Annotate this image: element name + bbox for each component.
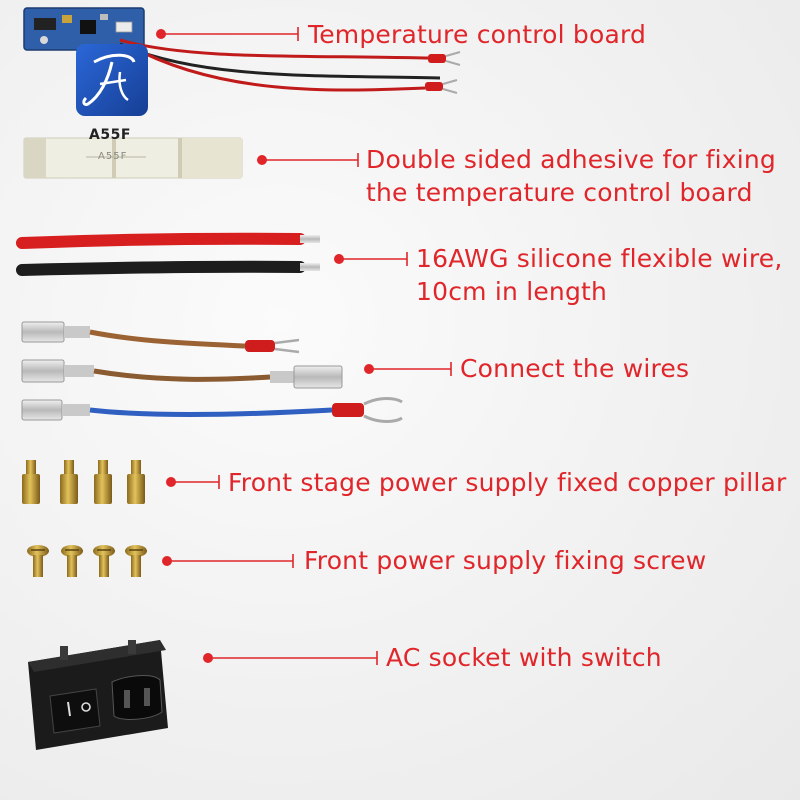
ac-socket-image — [28, 640, 168, 750]
label-line: Connect the wires — [460, 354, 690, 383]
label-temperature-control-board: Temperature control board — [308, 18, 646, 51]
copper-pillar — [22, 460, 40, 504]
label-line: the temperature control board — [366, 178, 753, 207]
copper-pillar — [94, 460, 112, 504]
screw — [61, 545, 83, 577]
brand-logo-text: A55F — [89, 127, 131, 143]
label-line: 10cm in length — [416, 277, 608, 306]
brand-logo-icon — [76, 44, 148, 116]
label-line: Temperature control board — [308, 20, 647, 49]
adhesive-strip-image — [23, 137, 243, 179]
callout-leader-fixing-screw — [162, 554, 294, 568]
copper-pillar — [60, 460, 78, 504]
screw — [125, 545, 147, 577]
callout-leader-connect-wires — [364, 362, 452, 376]
power-inlet-icon — [111, 675, 163, 720]
label-line: Double sided adhesive for fixing — [366, 145, 777, 174]
label-line: AC socket with switch — [386, 643, 662, 672]
screw — [93, 545, 115, 577]
copper-pillars-image — [22, 460, 145, 504]
rocker-switch-icon — [49, 688, 101, 734]
callout-leader-copper-pillar — [166, 475, 220, 489]
fixing-screws-image — [27, 545, 147, 577]
label-ac-socket: AC socket with switch — [386, 641, 662, 674]
copper-pillar — [127, 460, 145, 504]
connection-wires-image — [21, 321, 403, 423]
label-line: Front stage power supply fixed copper pi… — [228, 468, 787, 497]
label-line: 16AWG silicone flexible wire, — [416, 244, 783, 273]
callout-leader-temp-board — [156, 27, 299, 41]
callout-leader-adhesive — [257, 153, 359, 167]
label-copper-pillar: Front stage power supply fixed copper pi… — [228, 466, 787, 499]
label-fixing-screw: Front power supply fixing screw — [304, 544, 706, 577]
label-connect-wires: Connect the wires — [460, 352, 689, 385]
screw — [27, 545, 49, 577]
label-silicone-wire: 16AWG silicone flexible wire, 10cm in le… — [416, 242, 782, 308]
adhesive-stamp-text: A55F — [98, 151, 128, 162]
silicone-wires-image — [16, 232, 320, 276]
callout-leader-silicone-wire — [334, 252, 408, 266]
label-line: Front power supply fixing screw — [304, 546, 707, 575]
temperature-control-board-image — [23, 7, 461, 94]
callout-leader-ac-socket — [203, 651, 378, 665]
label-double-sided-adhesive: Double sided adhesive for fixing the tem… — [366, 143, 776, 209]
